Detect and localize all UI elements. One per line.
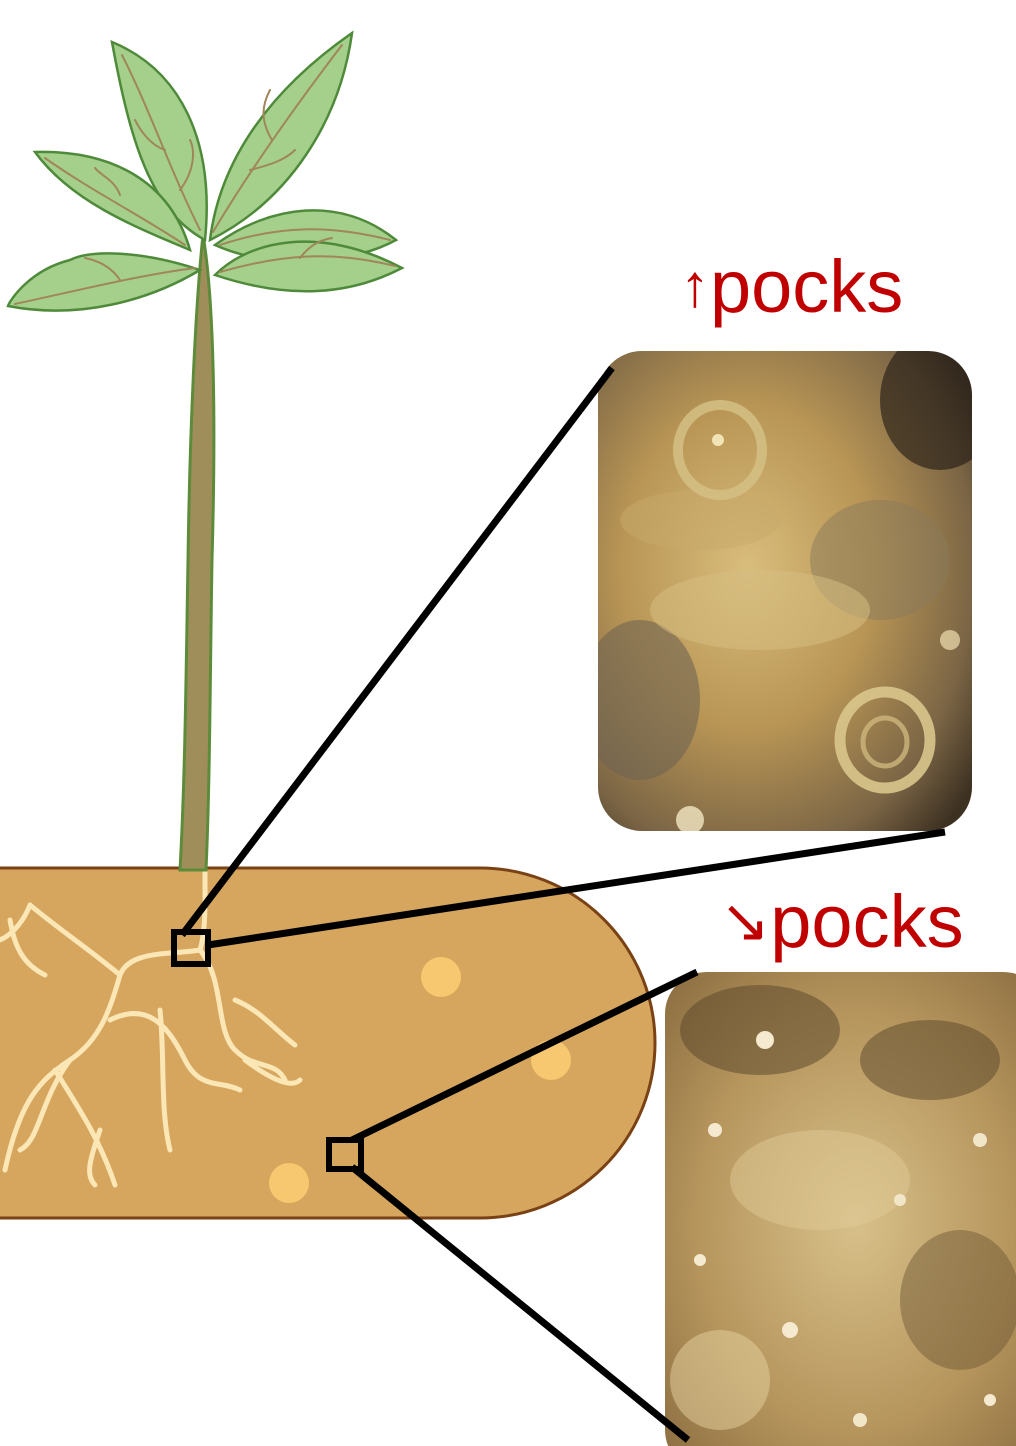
soil-particle: [269, 1163, 309, 1203]
micrograph-high-pocks: [580, 330, 1000, 834]
micrograph-low-pocks: [665, 972, 1016, 1446]
plant-stem: [180, 235, 214, 870]
soil-particle: [421, 957, 461, 997]
low-pocks-text: pocks: [770, 880, 963, 963]
arrow-up-icon: ↑: [680, 252, 710, 319]
high-pocks-label: ↑pocks: [680, 250, 903, 324]
low-pocks-label: ↘pocks: [770, 885, 964, 959]
high-pocks-text: pocks: [710, 245, 903, 328]
arrow-down-icon: ↘: [720, 887, 770, 954]
